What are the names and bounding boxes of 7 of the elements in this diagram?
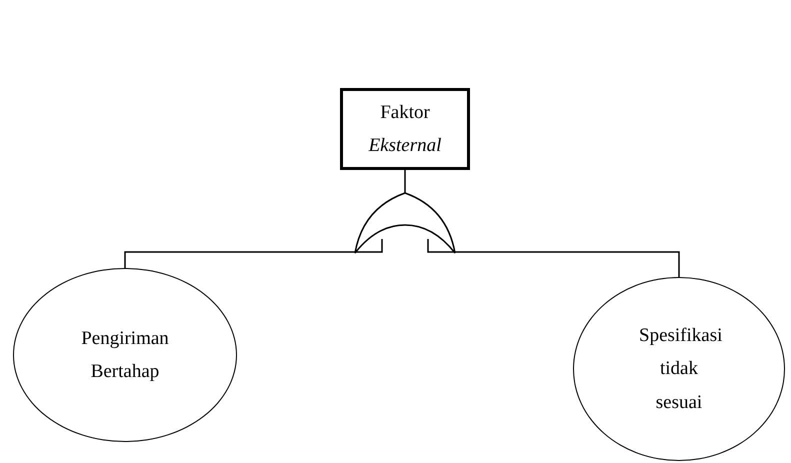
connector-line <box>427 239 680 277</box>
node-label: Faktor Eksternal <box>368 100 442 158</box>
connector-line <box>404 170 406 193</box>
event-box <box>340 88 470 170</box>
node-label: Pengiriman Bertahap <box>80 326 170 384</box>
connector-line <box>124 239 383 268</box>
or-gate-symbol <box>355 193 455 253</box>
